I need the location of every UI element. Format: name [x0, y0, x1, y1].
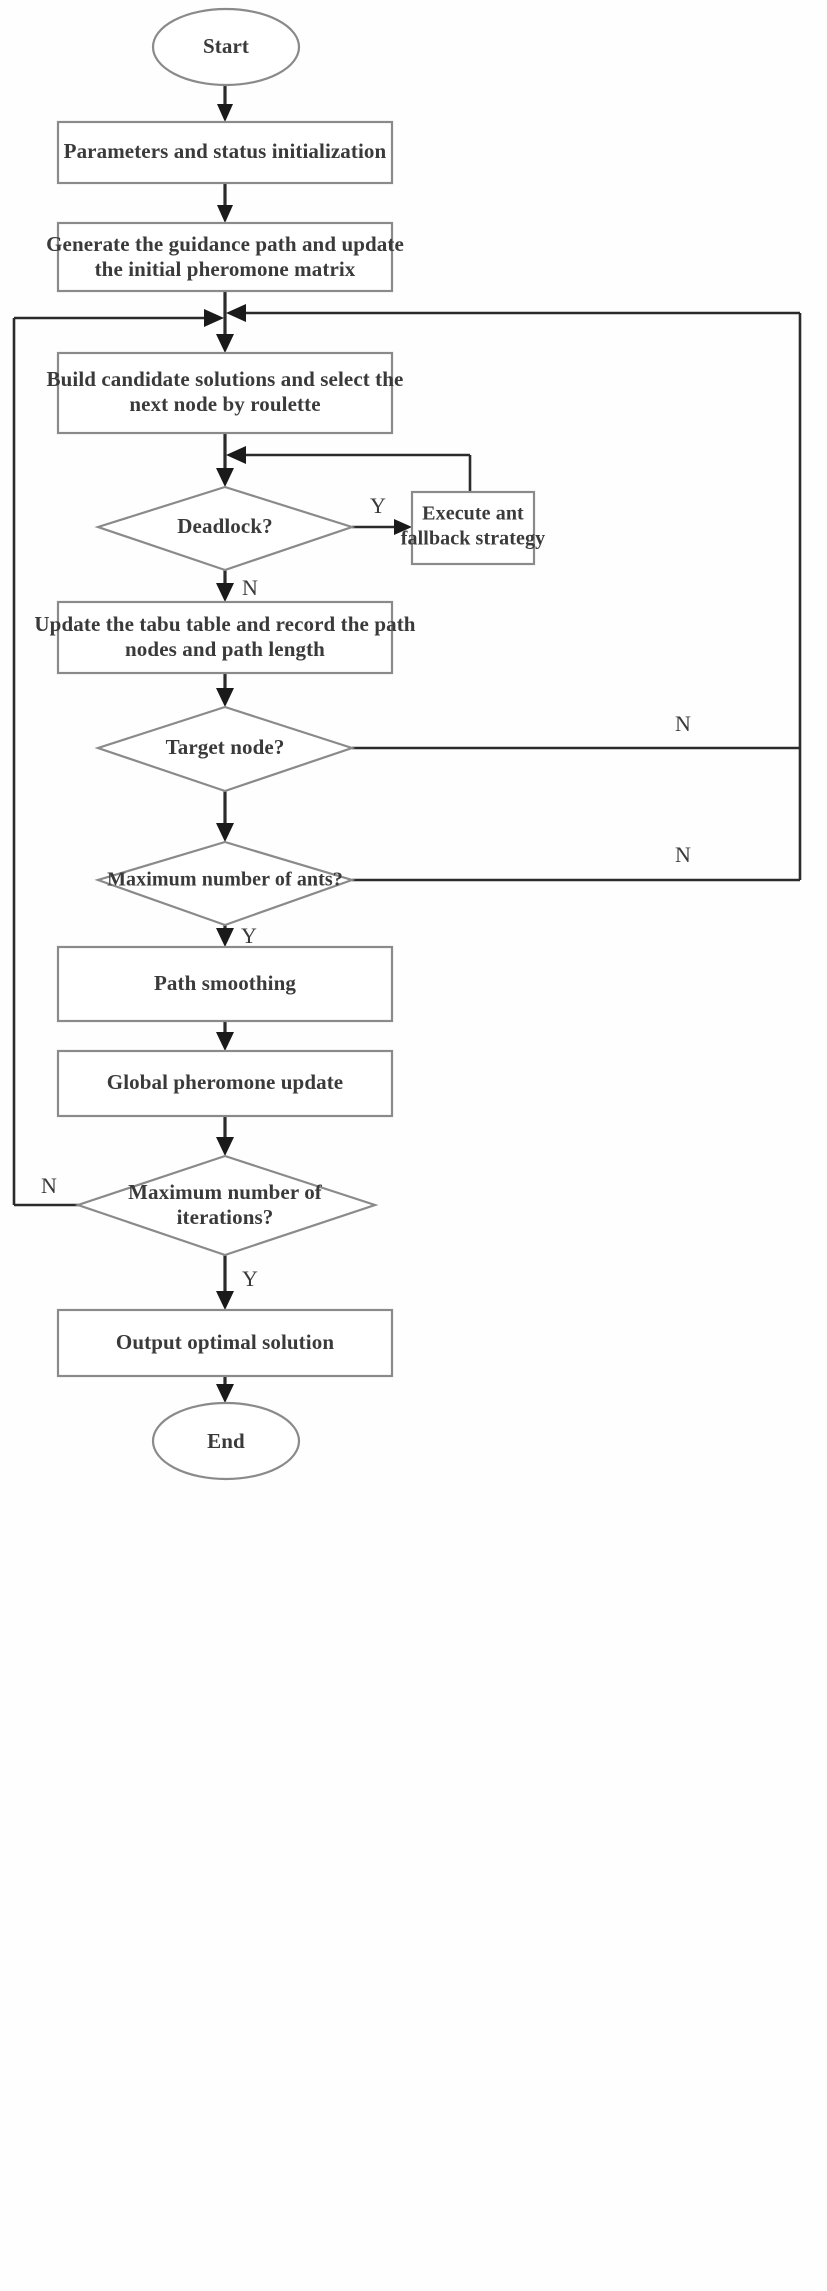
node-execute-ant-fallback-line1: Execute ant: [422, 503, 524, 525]
edge-tabu-to-target: [216, 673, 234, 707]
node-execute-ant-fallback[interactable]: Execute ant fallback strategy: [401, 490, 545, 566]
node-start-label: Start: [203, 34, 249, 58]
node-max-ants-decision-label: Maximum number of ants?: [107, 869, 343, 891]
edge-label-deadlock-no: N: [242, 575, 258, 600]
edge-deadlock-no-to-tabu: [216, 570, 234, 602]
node-deadlock-decision[interactable]: Deadlock?: [94, 485, 356, 572]
node-build-candidate-solutions-line2: next node by roulette: [129, 392, 320, 416]
edge-fallback-loopback: [226, 446, 472, 492]
node-generate-guidance-path-line2: the initial pheromone matrix: [95, 257, 356, 281]
node-update-tabu-table-line1: Update the tabu table and record the pat…: [34, 612, 415, 636]
edge-target-to-maxants: [216, 791, 234, 842]
node-global-pheromone-update[interactable]: Global pheromone update: [56, 1049, 394, 1118]
node-max-ants-decision[interactable]: Maximum number of ants?: [94, 840, 356, 927]
edge-start-to-init: [217, 85, 233, 122]
edge-label-max-ants-yes: Y: [241, 923, 257, 948]
node-deadlock-decision-label: Deadlock?: [177, 514, 272, 538]
node-start[interactable]: Start: [151, 7, 301, 87]
node-execute-ant-fallback-line2: fallback strategy: [401, 528, 545, 550]
edge-init-to-guidance: [217, 183, 233, 223]
edge-build-to-deadlock: [216, 433, 234, 487]
edge-label-target-no: N: [675, 711, 691, 736]
node-output-optimal-solution-label: Output optimal solution: [116, 1330, 334, 1354]
edge-maxants-yes-to-smoothing: [216, 925, 234, 947]
node-end[interactable]: End: [151, 1401, 301, 1481]
node-output-optimal-solution[interactable]: Output optimal solution: [56, 1308, 394, 1378]
node-global-pheromone-update-label: Global pheromone update: [107, 1070, 343, 1094]
node-target-node-decision[interactable]: Target node?: [94, 705, 356, 793]
edge-guidance-to-build: [216, 291, 234, 353]
edge-label-max-ants-no: N: [675, 842, 691, 867]
node-path-smoothing-label: Path smoothing: [154, 971, 296, 995]
node-generate-guidance-path[interactable]: Generate the guidance path and update th…: [46, 221, 404, 293]
edge-deadlock-yes-to-fallback: [352, 519, 412, 535]
edge-label-max-iterations-no: N: [41, 1173, 57, 1198]
node-update-tabu-table-line2: nodes and path length: [125, 637, 325, 661]
edge-label-max-iterations-yes: Y: [242, 1266, 258, 1291]
edge-output-to-end: [216, 1376, 234, 1403]
node-build-candidate-solutions-line1: Build candidate solutions and select the: [47, 367, 404, 391]
node-update-tabu-table[interactable]: Update the tabu table and record the pat…: [34, 600, 416, 675]
node-path-smoothing[interactable]: Path smoothing: [56, 945, 394, 1023]
edge-smoothing-to-global: [216, 1021, 234, 1051]
node-max-iterations-decision-line2: iterations?: [177, 1205, 274, 1229]
node-parameters-initialization-label: Parameters and status initialization: [64, 139, 387, 163]
node-parameters-initialization[interactable]: Parameters and status initialization: [56, 120, 394, 185]
node-build-candidate-solutions[interactable]: Build candidate solutions and select the…: [47, 351, 404, 435]
node-max-iterations-decision-line1: Maximum number of: [128, 1180, 323, 1204]
edge-maxiterations-yes-to-output: [216, 1255, 234, 1310]
edge-global-to-maxiterations: [216, 1116, 234, 1156]
node-end-label: End: [207, 1429, 245, 1453]
node-target-node-decision-label: Target node?: [166, 735, 285, 759]
edge-label-deadlock-yes: Y: [370, 493, 386, 518]
node-max-iterations-decision[interactable]: Maximum number of iterations?: [74, 1154, 379, 1257]
node-generate-guidance-path-line1: Generate the guidance path and update: [46, 232, 404, 256]
edge-right-loopback-rail: [226, 304, 802, 882]
